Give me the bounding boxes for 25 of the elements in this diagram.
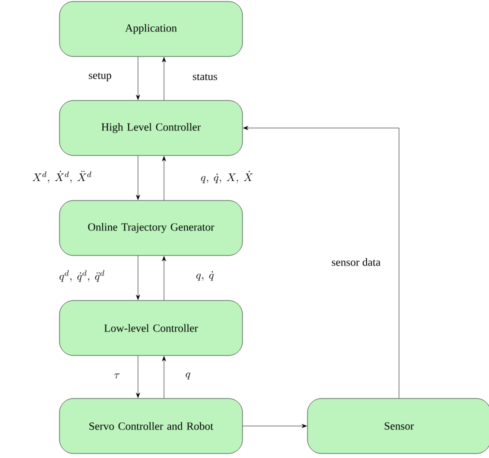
edge-label: $q$ [184,372,192,380]
edge-label: $q,\ \dot{q}$ [194,270,216,282]
arrow [136,56,140,100]
edge-label: setup [87,72,113,82]
arrow [162,57,166,100]
process-box: Low-level Controller [59,300,243,356]
arrow [243,126,400,398]
arrow [162,156,166,200]
process-box: Application [59,1,243,57]
arrow [136,356,140,398]
process-box: Online Trajectory Generator [59,200,243,256]
edge-label: $X^d,\ \dot{X}^d,\ \ddot{X}^d$ [31,170,93,184]
edge-label: $q,\ \dot{q},\ X,\ \dot{X}$ [200,170,254,184]
process-box: High Level Controller [59,100,243,156]
arrow [162,256,166,300]
arrow [136,256,140,300]
edge-label: $\tau$ [113,372,122,380]
edge-label: $q^d,\ \dot{q}^d,\ \ddot{q}^d$ [58,269,106,283]
process-box: Servo Controller and Robot [59,398,243,454]
edge-label: sensor data [330,257,382,267]
arrow [136,156,140,200]
arrow [162,356,166,398]
process-box: Sensor [307,398,489,454]
edge-label: status [191,72,219,82]
arrow [242,424,307,428]
